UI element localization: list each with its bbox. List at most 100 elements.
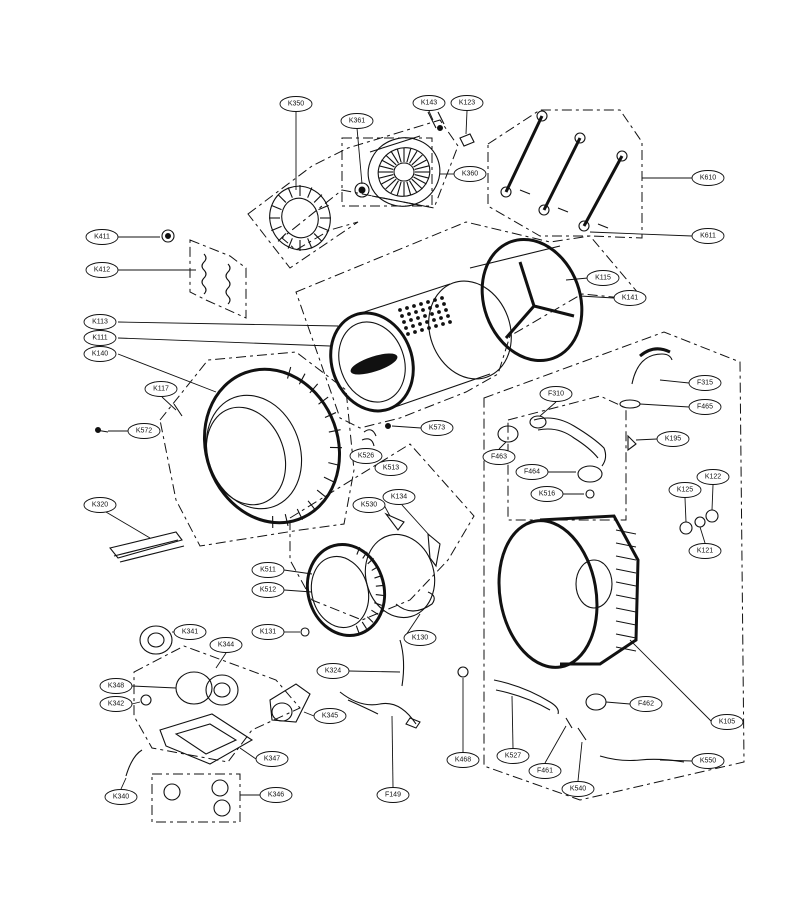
callout-k530: K530 (352, 497, 386, 513)
callout-label: K347 (264, 756, 280, 763)
callout-label: K111 (92, 335, 107, 342)
callout-k347: K347 (255, 751, 289, 767)
callout-label: K540 (570, 786, 586, 793)
callout-f464: F464 (515, 464, 549, 480)
callout-label: K468 (455, 757, 471, 764)
callout-k140: K140 (83, 346, 117, 362)
drain-pump-group (120, 625, 315, 817)
callout-label: K512 (260, 587, 276, 594)
callout-label: K526 (358, 453, 374, 460)
callout-k513: K513 (374, 460, 408, 476)
callout-label: K361 (349, 118, 365, 125)
callout-label: K411 (94, 234, 110, 241)
callout-k342: K342 (99, 696, 133, 712)
door-assembly (283, 504, 441, 639)
callout-label: F310 (548, 391, 564, 398)
shock-absorbers (500, 110, 693, 237)
callout-label: K324 (325, 668, 341, 675)
callout-label: K131 (260, 629, 276, 636)
callout-k346: K346 (259, 787, 293, 803)
callout-label: K412 (94, 267, 110, 274)
callout-k115: K115 (586, 270, 620, 286)
callout-label: K340 (113, 794, 129, 801)
callout-label: K341 (182, 629, 198, 636)
callout-label: K143 (421, 100, 437, 107)
callout-label: K320 (92, 502, 108, 509)
callout-label: K511 (260, 567, 276, 574)
callout-label: F149 (385, 792, 401, 799)
callout-k610: K610 (691, 170, 725, 186)
callout-k123: K123 (450, 95, 484, 111)
callout-k131: K131 (251, 624, 285, 640)
callout-label: K115 (595, 275, 611, 282)
callout-label: K195 (665, 436, 681, 443)
callout-label: K360 (462, 171, 478, 178)
callout-k134: K134 (382, 489, 416, 505)
callout-label: F315 (697, 380, 713, 387)
callout-label: K140 (92, 351, 108, 358)
callout-label: F462 (638, 701, 654, 708)
rear-tub-assembly (457, 347, 719, 782)
motor-rotor-assembly (269, 110, 475, 251)
group-outlines (133, 109, 745, 823)
callout-f462: F462 (629, 696, 663, 712)
callout-f463: F463 (482, 449, 516, 465)
callout-label: K530 (361, 502, 377, 509)
callout-k350: K350 (279, 96, 313, 112)
callout-k195: K195 (656, 431, 690, 447)
callout-k341: K341 (173, 624, 207, 640)
callout-label: K344 (218, 642, 234, 649)
callout-k360: K360 (453, 166, 487, 182)
callout-k361: K361 (340, 113, 374, 129)
callout-k105: K105 (710, 714, 744, 730)
callout-label: F465 (697, 404, 713, 411)
callout-f149: F149 (376, 787, 410, 803)
springs (118, 229, 231, 305)
callout-k143: K143 (412, 95, 446, 111)
callout-label: K123 (459, 100, 475, 107)
callout-k611: K611 (691, 228, 725, 244)
callout-k141: K141 (613, 290, 647, 306)
callout-k412: K412 (85, 262, 119, 278)
callout-label: K573 (429, 425, 445, 432)
callout-label: K572 (136, 428, 152, 435)
callout-k122: K122 (696, 469, 730, 485)
callout-k320: K320 (83, 497, 117, 513)
callout-f461: F461 (528, 763, 562, 779)
callout-k130: K130 (403, 630, 437, 646)
callout-k117: K117 (144, 381, 178, 397)
callout-label: K348 (108, 683, 124, 690)
callout-k411: K411 (85, 229, 119, 245)
drum-assembly (117, 237, 615, 413)
wiring (339, 639, 421, 788)
callout-label: K527 (505, 753, 521, 760)
callout-k348: K348 (99, 678, 133, 694)
callout-label: K550 (700, 758, 716, 765)
callout-k516: K516 (530, 486, 564, 502)
callout-k512: K512 (251, 582, 285, 598)
callout-label: K125 (677, 487, 693, 494)
callout-k572: K572 (127, 423, 161, 439)
callout-f310: F310 (539, 386, 573, 402)
callout-label: K346 (268, 792, 284, 799)
callout-label: K350 (288, 101, 304, 108)
callout-label: K610 (700, 175, 716, 182)
callout-k468: K468 (446, 752, 480, 768)
callout-label: F464 (524, 469, 540, 476)
callout-k113: K113 (83, 314, 117, 330)
callout-label: K611 (700, 233, 716, 240)
front-tub (95, 353, 422, 529)
callout-k526: K526 (349, 448, 383, 464)
callout-k550: K550 (691, 753, 725, 769)
callout-label: F463 (491, 454, 507, 461)
callout-label: K516 (539, 491, 555, 498)
callout-label: K513 (383, 465, 399, 472)
callout-k125: K125 (668, 482, 702, 498)
callout-k511: K511 (251, 562, 285, 578)
callout-label: K141 (622, 295, 638, 302)
callout-label: K121 (697, 548, 713, 555)
callout-f315: F315 (688, 375, 722, 391)
